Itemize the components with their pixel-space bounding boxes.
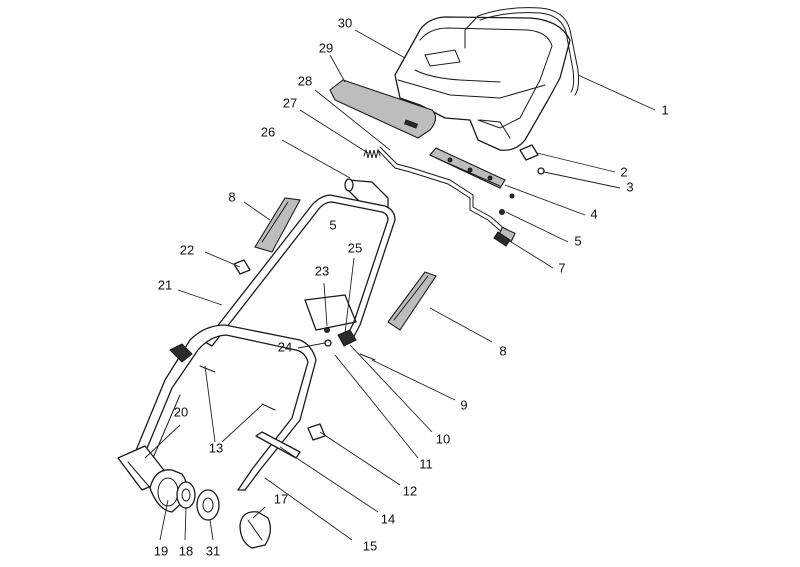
part-23-nut [324, 327, 330, 333]
callout-24: 24 [278, 339, 292, 354]
callout-19: 19 [154, 543, 168, 558]
part-8-left-handle-cover [254, 197, 301, 253]
part-31-spacer [196, 489, 220, 521]
part-7-cable-end [493, 231, 511, 247]
callout-15: 15 [363, 538, 377, 553]
callout-10: 10 [436, 431, 450, 446]
callout-7: 7 [558, 260, 565, 275]
part-12-sleeve [307, 423, 326, 441]
callout-9: 9 [460, 397, 467, 412]
part-22-clip [233, 259, 251, 275]
part-3-nut [537, 167, 545, 175]
callout-17: 17 [274, 491, 288, 506]
callout-12: 12 [403, 483, 417, 498]
callout-26: 26 [261, 124, 275, 139]
callout-28: 28 [298, 73, 312, 88]
leader-lines [144, 29, 656, 541]
callout-8-right: 8 [499, 343, 506, 358]
part-13-knob [169, 343, 193, 363]
callout-20: 20 [174, 404, 188, 419]
part-27-spring [363, 148, 381, 159]
part-9-bolt [359, 353, 376, 361]
callout-18: 18 [179, 543, 193, 558]
callout-11: 11 [419, 456, 433, 471]
callout-5-left: 5 [329, 217, 336, 232]
part-14-cross-brace [255, 431, 301, 459]
callout-22: 22 [180, 242, 194, 257]
callout-1: 1 [661, 102, 668, 117]
part-21-upper-handle [204, 194, 396, 347]
callout-25: 25 [348, 240, 362, 255]
part-29-cover-strip [329, 79, 437, 139]
callout-labels: 30 29 28 27 26 1 2 3 4 5 5 7 8 8 22 21 2… [154, 15, 669, 558]
part-4-cable-bracket [429, 147, 506, 189]
callout-13: 13 [209, 440, 223, 455]
callout-23: 23 [315, 263, 329, 278]
part-1-bail-wire [464, 7, 580, 96]
callout-27: 27 [283, 95, 297, 110]
callout-4: 4 [590, 206, 597, 221]
part-17-end-cap [239, 511, 272, 549]
part-8-right-handle-cover [387, 271, 437, 331]
part-5-screw-upper [499, 193, 515, 215]
part-30-control-housing [394, 16, 571, 151]
callout-21: 21 [158, 277, 172, 292]
callout-8-left: 8 [228, 189, 235, 204]
part-15-lower-handle [129, 324, 317, 491]
callout-3: 3 [626, 179, 633, 194]
callout-5-right: 5 [574, 233, 581, 248]
part-18-washer [176, 481, 196, 509]
part-13-bolts [199, 365, 276, 411]
callout-30: 30 [338, 15, 352, 30]
part-28-control-rod [377, 146, 516, 243]
callout-14: 14 [381, 511, 395, 526]
part-25-handle-knob [337, 329, 357, 347]
callout-29: 29 [319, 40, 333, 55]
callout-31: 31 [206, 543, 220, 558]
callout-2: 2 [620, 164, 627, 179]
part-2-clip [519, 144, 539, 161]
part-24-washer [324, 339, 332, 347]
